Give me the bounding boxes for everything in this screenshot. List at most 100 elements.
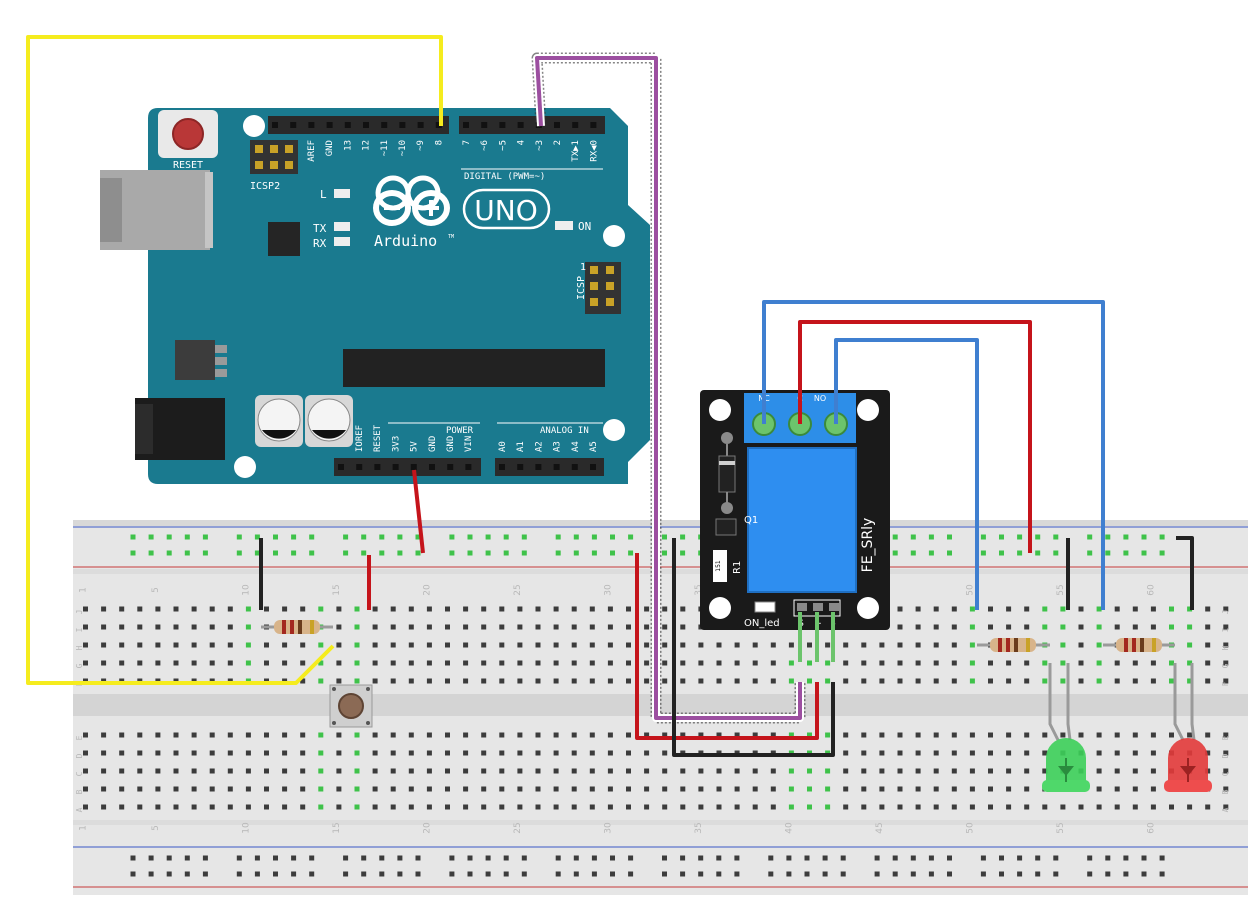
breadboard-hole xyxy=(481,786,487,792)
breadboard-hole xyxy=(861,642,867,648)
breadboard-hole xyxy=(1132,804,1138,810)
breadboard-hole xyxy=(517,768,523,774)
pin-label: GND xyxy=(428,436,438,452)
rail-hole xyxy=(1035,550,1041,556)
push-button[interactable] xyxy=(329,684,373,728)
rail-hole xyxy=(680,871,686,877)
rail-hole xyxy=(1035,534,1041,540)
rail-hole xyxy=(1017,871,1023,877)
breadboard-hole xyxy=(83,642,88,648)
resistor-band xyxy=(310,620,314,634)
breadboard-hole xyxy=(101,606,107,612)
breadboard-hole xyxy=(227,786,233,792)
breadboard-hole xyxy=(173,732,179,738)
breadboard-hole xyxy=(807,786,812,792)
breadboard-hole xyxy=(481,624,487,630)
breadboard-hole xyxy=(1205,606,1211,612)
icsp-pin xyxy=(606,282,614,290)
breadboard-hole xyxy=(318,768,324,774)
header-pins xyxy=(272,122,597,470)
rail-hole xyxy=(343,871,349,877)
rail-hole xyxy=(291,550,297,556)
breadboard-hole xyxy=(83,732,88,738)
rail-hole xyxy=(1105,871,1111,877)
rail-hole xyxy=(573,855,579,861)
breadboard-hole xyxy=(752,678,758,684)
breadboard-hole xyxy=(553,624,559,630)
led-green-rim xyxy=(1042,780,1090,792)
row-letter: J xyxy=(75,610,84,615)
breadboard-hole xyxy=(101,786,107,792)
relay-name-label: FE_SRly xyxy=(860,518,876,573)
pin-label: 12 xyxy=(362,140,372,151)
breadboard-hole xyxy=(1132,768,1138,774)
push-button-corner xyxy=(366,687,370,691)
arduino-uno-board: RESET ICSP2 xyxy=(100,108,650,484)
breadboard-hole xyxy=(807,678,812,684)
breadboard-hole xyxy=(137,660,143,666)
reset-button[interactable] xyxy=(172,118,204,150)
icsp-pin xyxy=(606,266,614,274)
pin-label: A5 xyxy=(589,441,599,452)
breadboard-hole xyxy=(209,660,215,666)
breadboard-hole xyxy=(1024,624,1030,630)
rail-hole xyxy=(485,534,491,540)
push-button-cap[interactable] xyxy=(338,693,364,719)
header-pin xyxy=(517,464,524,470)
resistor-band xyxy=(1006,638,1010,652)
breadboard-hole xyxy=(1114,606,1120,612)
row-letter: J xyxy=(1221,610,1230,615)
breadboard-hole xyxy=(644,786,650,792)
breadboard-hole xyxy=(788,804,794,810)
rail-hole xyxy=(610,534,615,540)
breadboard-hole xyxy=(191,768,197,774)
breadboard-hole xyxy=(1078,678,1084,684)
breadboard-hole xyxy=(264,750,269,756)
breadboard-hole xyxy=(1187,606,1193,612)
breadboard-hole xyxy=(1132,732,1138,738)
breadboard-hole xyxy=(915,786,921,792)
rail-hole xyxy=(236,534,242,540)
breadboard-hole xyxy=(1223,732,1229,738)
breadboard-hole xyxy=(1150,750,1156,756)
row-letter: C xyxy=(75,771,84,776)
breadboard-hole xyxy=(1078,660,1084,666)
rail-hole xyxy=(874,871,880,877)
breadboard-hole xyxy=(589,750,595,756)
rail-hole xyxy=(467,534,473,540)
breadboard-hole xyxy=(481,768,487,774)
breadboard-hole xyxy=(571,786,577,792)
breadboard-hole xyxy=(1042,732,1048,738)
breadboard-hole xyxy=(825,660,831,666)
header-pin xyxy=(517,122,524,128)
breadboard-hole xyxy=(119,642,125,648)
rail-hole xyxy=(1017,855,1023,861)
breadboard-hole xyxy=(463,660,469,666)
breadboard-hole xyxy=(915,768,921,774)
breadboard-hole xyxy=(1205,642,1211,648)
led-leg xyxy=(1190,663,1196,741)
breadboard-hole xyxy=(1187,642,1193,648)
breadboard-hole xyxy=(1132,606,1138,612)
smd-resistor-r1 xyxy=(713,550,727,582)
breadboard-hole xyxy=(426,786,432,792)
rail-hole xyxy=(485,855,491,861)
breadboard-hole xyxy=(915,732,921,738)
breadboard-hole xyxy=(517,750,523,756)
rail-hole xyxy=(361,550,367,556)
breadboard-hole xyxy=(535,624,541,630)
breadboard-hole xyxy=(137,786,143,792)
breadboard-hole xyxy=(915,642,921,648)
rail-hole xyxy=(591,855,597,861)
breadboard-hole xyxy=(553,678,559,684)
rail-hole xyxy=(628,855,634,861)
rail-hole xyxy=(361,534,367,540)
rail-hole xyxy=(1087,550,1093,556)
breadboard-hole xyxy=(499,624,505,630)
rail-hole xyxy=(1053,871,1059,877)
breadboard-hole xyxy=(264,732,269,738)
header-pin xyxy=(590,464,596,470)
breadboard-hole xyxy=(336,750,342,756)
usb-connector-front xyxy=(100,178,122,242)
breadboard-hole xyxy=(607,804,613,810)
